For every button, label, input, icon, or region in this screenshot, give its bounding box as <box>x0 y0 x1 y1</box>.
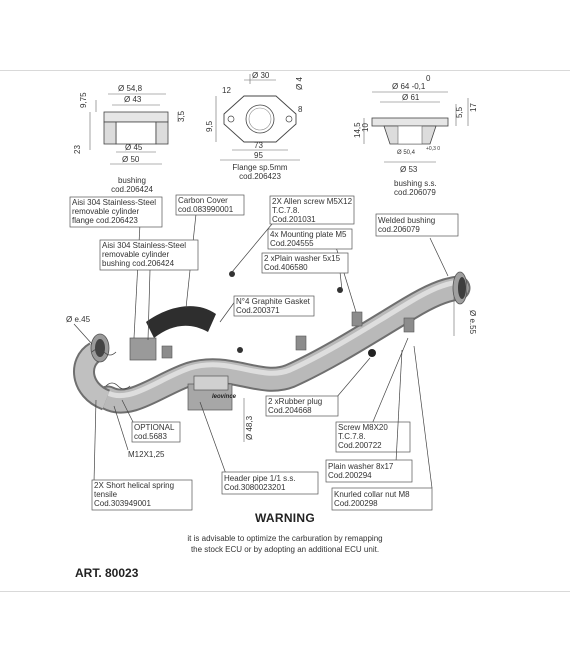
flange-dim-hole: Ø 4 <box>295 77 304 90</box>
bushing-ss-dim-53: Ø 53 <box>400 165 418 174</box>
bushing-dim-outer: Ø 54,8 <box>118 84 143 93</box>
callout-spring-l3: Cod.303949001 <box>94 499 151 508</box>
callout-m12: M12X1,25 <box>128 450 165 459</box>
flange-label-line1: Flange sp.5mm <box>232 163 287 172</box>
flange-part-drawing <box>215 74 300 161</box>
callout-welded-bushing <box>375 213 459 237</box>
callout-plain-washer-8 <box>325 459 413 483</box>
bushing-dim-base: Ø 50 <box>122 155 140 164</box>
flange-dim-r3: 8 <box>298 105 303 114</box>
callout-rubber-plug <box>265 395 339 417</box>
bushing-dim-right: 3,5 <box>177 110 186 122</box>
flange-label-line2: cod.206423 <box>239 172 281 181</box>
flange-dim-95: 95 <box>254 151 263 160</box>
callout-allen-screw <box>269 195 355 225</box>
callout-diam-55: Ø e.55 <box>468 310 477 335</box>
callout-optional-l2: cod.5683 <box>134 432 167 441</box>
callout-spring <box>91 479 193 511</box>
callout-allen-screw-l1: 2X Allen screw M5X12 <box>272 197 353 206</box>
header-pipe-drawing <box>73 271 471 442</box>
bushing-label-line1: bushing <box>118 176 146 185</box>
callout-graphite-gasket-l1: N°4 Graphite Gasket <box>236 297 311 306</box>
bushing-ss-dim-tol2: +0,3 0 <box>426 146 440 152</box>
callout-diam-483: Ø 48,3 <box>245 415 254 440</box>
leovince-logo: leovince <box>212 394 237 400</box>
callout-optional-l1: OPTIONAL <box>134 423 175 432</box>
callout-aisi-bushing-l2: removable cylinder <box>102 250 169 259</box>
bushing-ss-dim-zero: 0 <box>426 74 431 83</box>
callout-aisi-flange <box>69 196 163 228</box>
callout-carbon-cover-l2: cod.083990001 <box>178 205 234 214</box>
bushing-label-line2: cod.206424 <box>111 185 153 194</box>
callout-graphite-gasket <box>233 295 315 317</box>
callout-aisi-bushing <box>99 239 199 271</box>
bushing-ss-dim-17: 17 <box>469 103 478 112</box>
callout-mounting-plate-l2: Cod.204555 <box>270 239 314 248</box>
flange-dim-top: Ø 30 <box>252 71 270 80</box>
callout-knurled-nut-l2: Cod.200298 <box>334 499 378 508</box>
bushing-ss-dim-tol: Ø 64 -0,1 <box>392 82 426 91</box>
callout-mounting-plate <box>267 228 353 250</box>
callout-mounting-plate-l1: 4x Mounting plate M5 <box>270 230 347 239</box>
callout-aisi-flange-l1: Aisi 304 Stainless-Steel <box>72 198 156 207</box>
callout-plain-washer-8-l2: Cod.200294 <box>328 471 372 480</box>
warning-line-1: it is advisable to optimize the carburat… <box>187 534 383 543</box>
callout-optional <box>131 421 181 443</box>
callout-plain-washer-l1: 2 xPlain washer 5x15 <box>264 254 341 263</box>
warning-title: WARNING <box>254 511 316 525</box>
flange-dim-73: 73 <box>254 141 263 150</box>
bushing-ss-part-drawing <box>363 91 469 163</box>
callout-screw-m8-l3: Cod.200722 <box>338 441 382 450</box>
bushing-part-drawing <box>89 93 179 165</box>
callout-welded-bushing-l1: Welded bushing <box>378 216 435 225</box>
bushing-dim-left: 9,75 <box>79 92 88 108</box>
callout-header-pipe-l1: Header pipe 1/1 s.s. <box>224 474 296 483</box>
callout-welded-bushing-l2: cod.206079 <box>378 225 420 234</box>
bushing-ss-dim-145: 14,5 <box>353 122 362 138</box>
callout-aisi-bushing-l3: bushing cod.206424 <box>102 259 175 268</box>
callout-rubber-plug-l1: 2 xRubber plug <box>268 397 322 406</box>
callout-spring-l2: tensile <box>94 490 118 499</box>
bushing-ss-dim-10: 10 <box>361 123 370 132</box>
callout-spring-l1: 2X Short helical spring <box>94 481 174 490</box>
bushing-ss-dim-61: Ø 61 <box>402 93 420 102</box>
bushing-dim-top: Ø 43 <box>124 95 142 104</box>
callout-header-pipe <box>221 471 319 495</box>
callout-graphite-gasket-l2: Cod.200371 <box>236 306 280 315</box>
callout-plain-washer-l2: Cod.406580 <box>264 263 308 272</box>
flange-dim-r12: 12 <box>222 86 231 95</box>
callout-header-pipe-l2: Cod.3080023201 <box>224 483 286 492</box>
diagram-frame <box>0 70 570 592</box>
callout-knurled-nut <box>331 487 433 511</box>
callout-plain-washer <box>261 252 349 274</box>
bushing-ss-dim-inner: Ø 50,4 <box>397 150 416 156</box>
callout-aisi-flange-l2: removable cylinder <box>72 207 139 216</box>
callout-screw-m8-l2: T.C.7.8. <box>338 432 366 441</box>
bushing-dim-inner: Ø 45 <box>125 143 143 152</box>
callout-screw-m8-l1: Screw M8X20 <box>338 423 388 432</box>
callout-aisi-flange-l3: flange cod.206423 <box>72 216 138 225</box>
bushing-ss-label-line2: cod.206079 <box>394 188 436 197</box>
warning-text: it is advisable to optimize the carburat… <box>0 533 570 555</box>
callout-carbon-cover <box>175 194 245 216</box>
bushing-dim-height: 23 <box>73 145 82 154</box>
callout-diam-45: Ø e.45 <box>66 315 91 324</box>
warning-line-2: the stock ECU or by adopting an addition… <box>190 545 380 554</box>
bushing-ss-label-line1: bushing s.s. <box>394 179 437 188</box>
bushing-ss-dim-55: 5,5 <box>455 106 464 118</box>
callout-allen-screw-l3: Cod.201031 <box>272 215 316 224</box>
article-number: ART. 80023 <box>75 566 139 580</box>
callout-knurled-nut-l1: Knurled collar nut M8 <box>334 490 410 499</box>
callout-plain-washer-8-l1: Plain washer 8x17 <box>328 462 394 471</box>
callout-carbon-cover-l1: Carbon Cover <box>178 196 228 205</box>
callout-allen-screw-l2: T.C.7.8. <box>272 206 300 215</box>
callout-aisi-bushing-l1: Aisi 304 Stainless-Steel <box>102 241 186 250</box>
flange-dim-height: 9,5 <box>205 120 214 132</box>
callout-rubber-plug-l2: Cod.204668 <box>268 406 312 415</box>
